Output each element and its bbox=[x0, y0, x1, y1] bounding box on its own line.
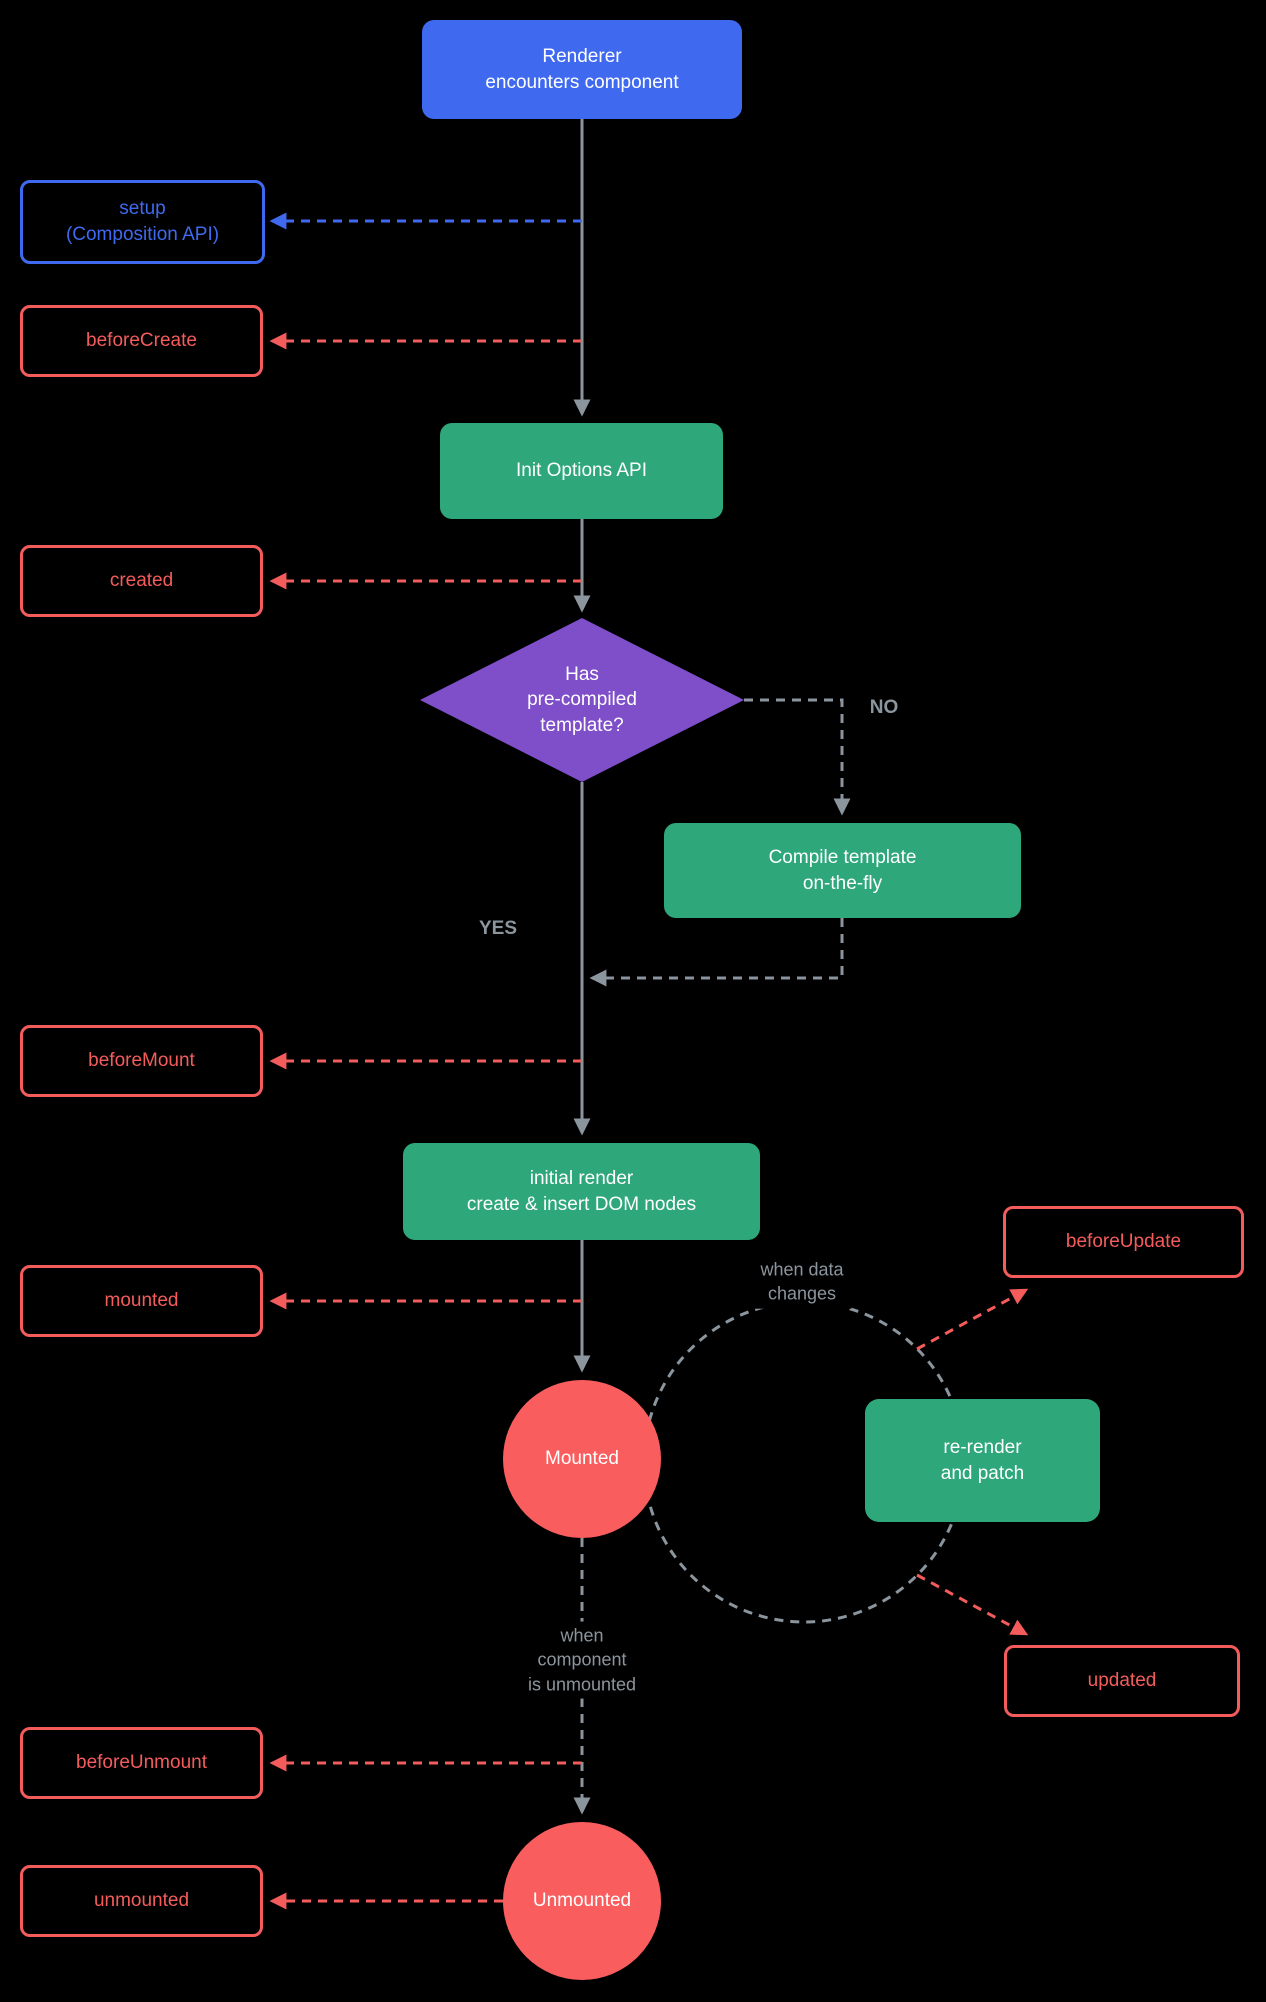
hook-setup-composition-api: setup (Composition API) bbox=[20, 180, 265, 264]
hook-before-create: beforeCreate bbox=[20, 305, 263, 377]
state-unmounted: Unmounted bbox=[503, 1822, 661, 1980]
hook-mounted: mounted bbox=[20, 1265, 263, 1337]
label-no: NO bbox=[861, 693, 907, 723]
label-when-data-changes: when data changes bbox=[752, 1255, 852, 1309]
hook-before-update: beforeUpdate bbox=[1003, 1206, 1244, 1278]
node-rerender-and-patch: re-render and patch bbox=[865, 1399, 1100, 1522]
hook-created: created bbox=[20, 545, 263, 617]
label-yes: YES bbox=[470, 914, 526, 944]
node-compile-template-on-the-fly: Compile template on-the-fly bbox=[664, 823, 1021, 918]
hook-updated: updated bbox=[1004, 1645, 1240, 1717]
node-initial-render: initial render create & insert DOM nodes bbox=[403, 1143, 760, 1240]
hook-before-unmount: beforeUnmount bbox=[20, 1727, 263, 1799]
label-when-unmounted: when component is unmounted bbox=[519, 1621, 645, 1699]
hook-before-mount: beforeMount bbox=[20, 1025, 263, 1097]
node-init-options-api: Init Options API bbox=[440, 423, 723, 519]
node-renderer-encounters-component: Renderer encounters component bbox=[422, 20, 742, 119]
state-mounted: Mounted bbox=[503, 1380, 661, 1538]
hook-unmounted: unmounted bbox=[20, 1865, 263, 1937]
